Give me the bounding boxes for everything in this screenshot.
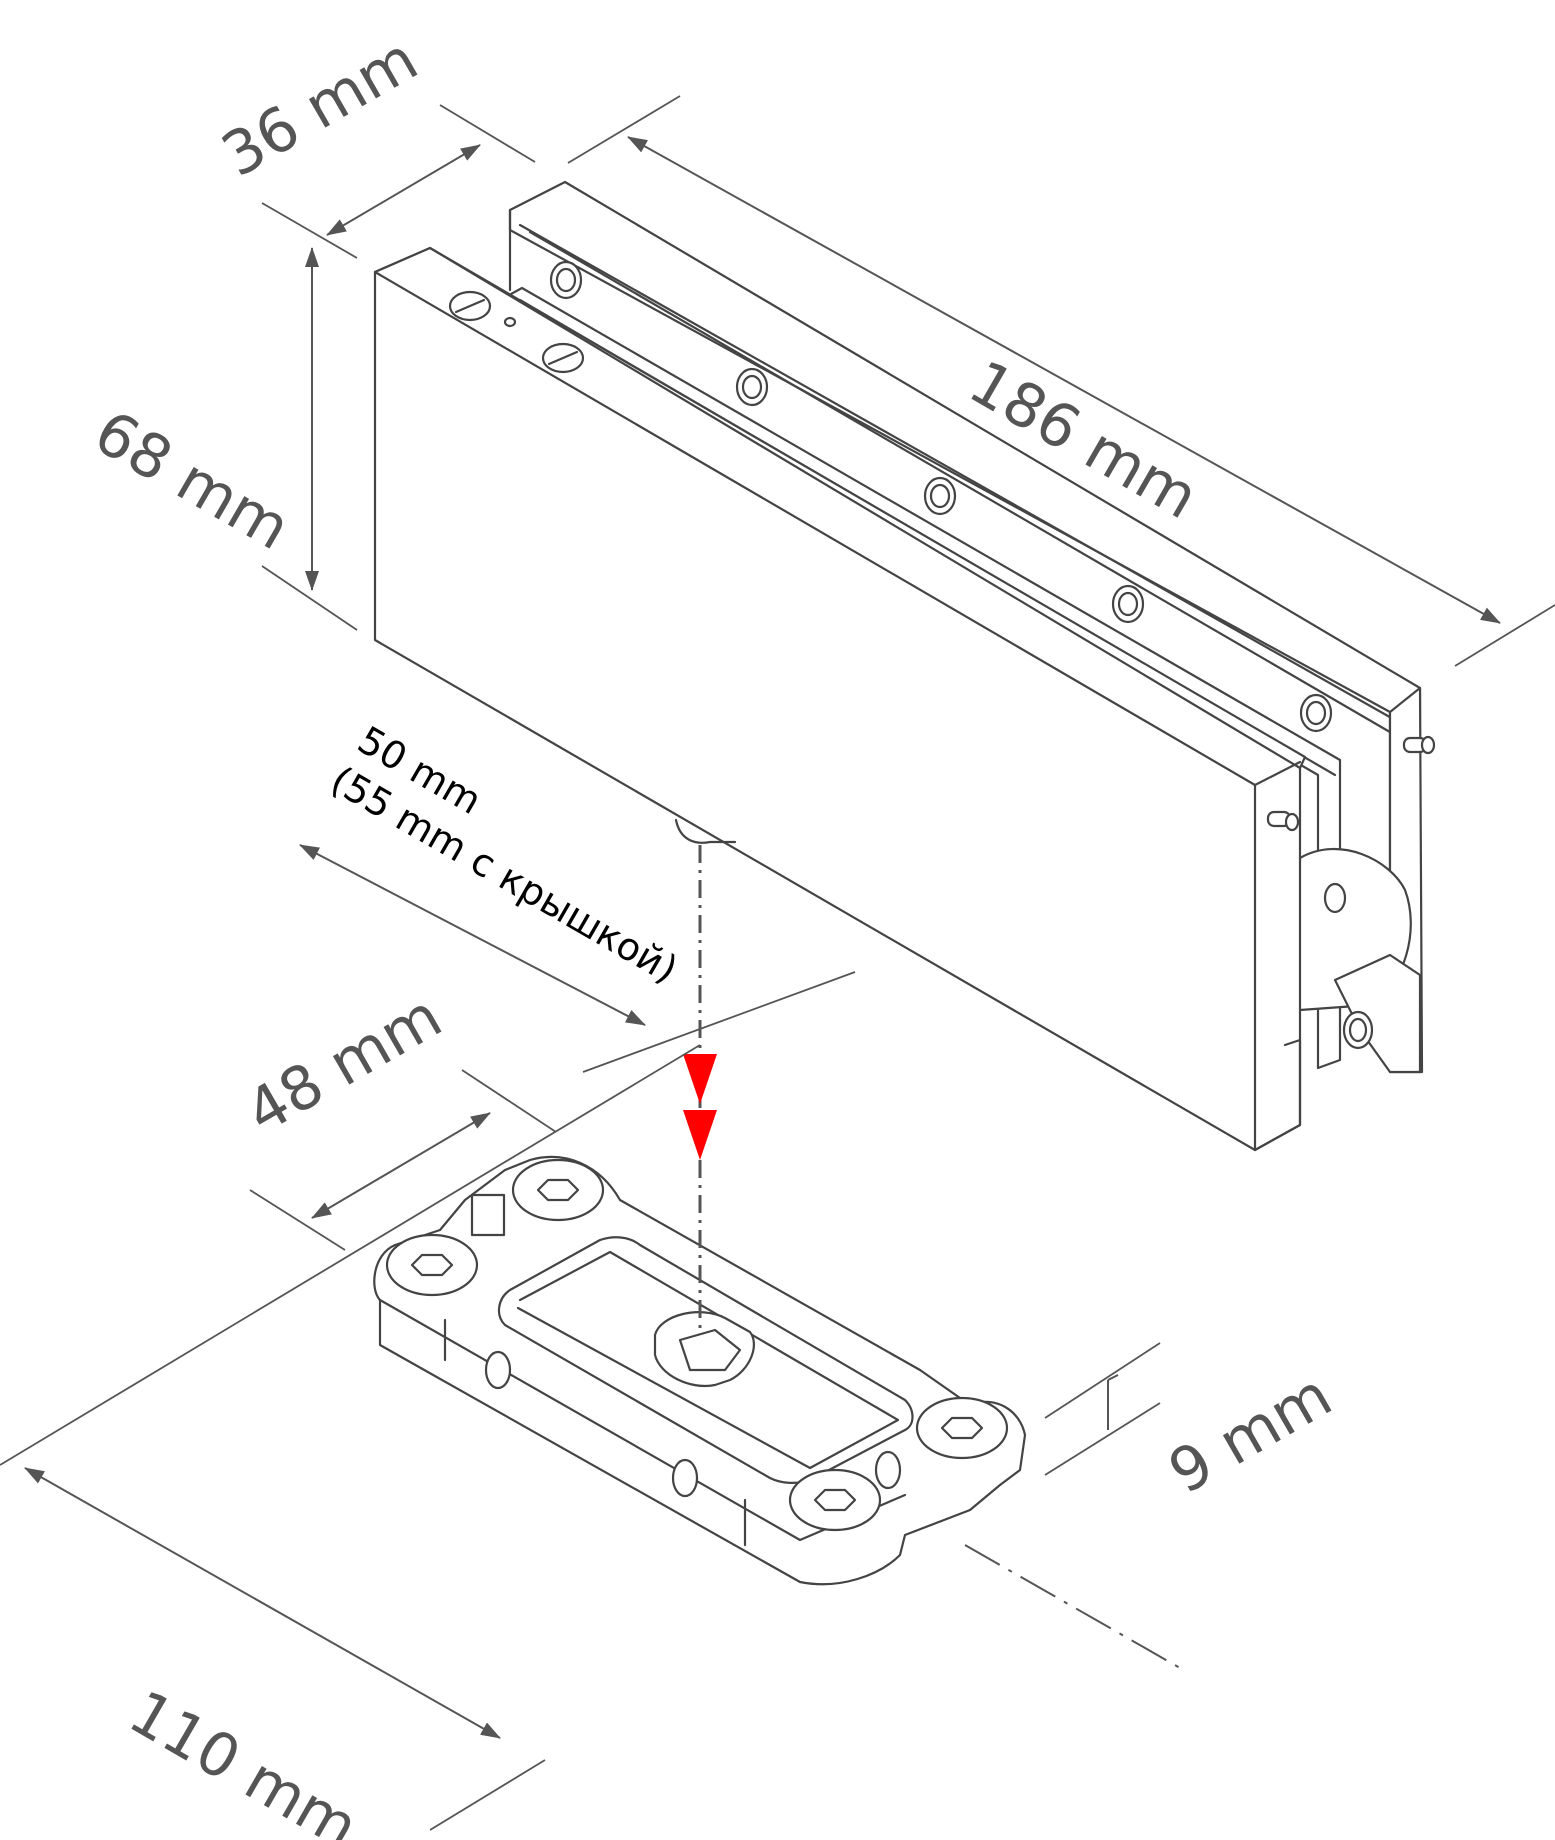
red-arrow-icon <box>683 1054 717 1104</box>
socket-icon <box>653 1311 755 1388</box>
dim-base-height: 9 mm <box>1158 1360 1344 1508</box>
slotted-screws <box>448 290 585 374</box>
side-hole-icon <box>484 1350 512 1390</box>
dimension-lines <box>0 95 1555 1831</box>
dim-axis-offset-cover: (55 mm с крышкой) <box>324 758 685 992</box>
pivot-block <box>1254 847 1422 1074</box>
hex-bolt-icon <box>788 1468 882 1532</box>
side-hole-icon <box>874 1450 902 1490</box>
axis-line <box>674 818 1181 1669</box>
hex-bolt-icon <box>915 1396 1009 1460</box>
dim-thickness: 36 mm <box>211 24 430 191</box>
cover-insert <box>497 1236 914 1484</box>
dim-base-width: 48 mm <box>235 981 454 1148</box>
base-plate <box>373 1155 1027 1586</box>
hex-bolt-icon <box>385 1233 479 1297</box>
hex-bolt-icon <box>511 1158 605 1222</box>
pins <box>1266 735 1436 832</box>
dim-base-length: 110 mm <box>118 1677 370 1840</box>
hinge-body <box>373 180 1436 1152</box>
red-arrow-icon <box>683 1110 717 1160</box>
side-hole-icon <box>671 1458 699 1498</box>
base-bolts <box>385 1158 1009 1532</box>
dim-height: 68 mm <box>83 397 302 564</box>
middle-plate <box>498 286 1342 1070</box>
